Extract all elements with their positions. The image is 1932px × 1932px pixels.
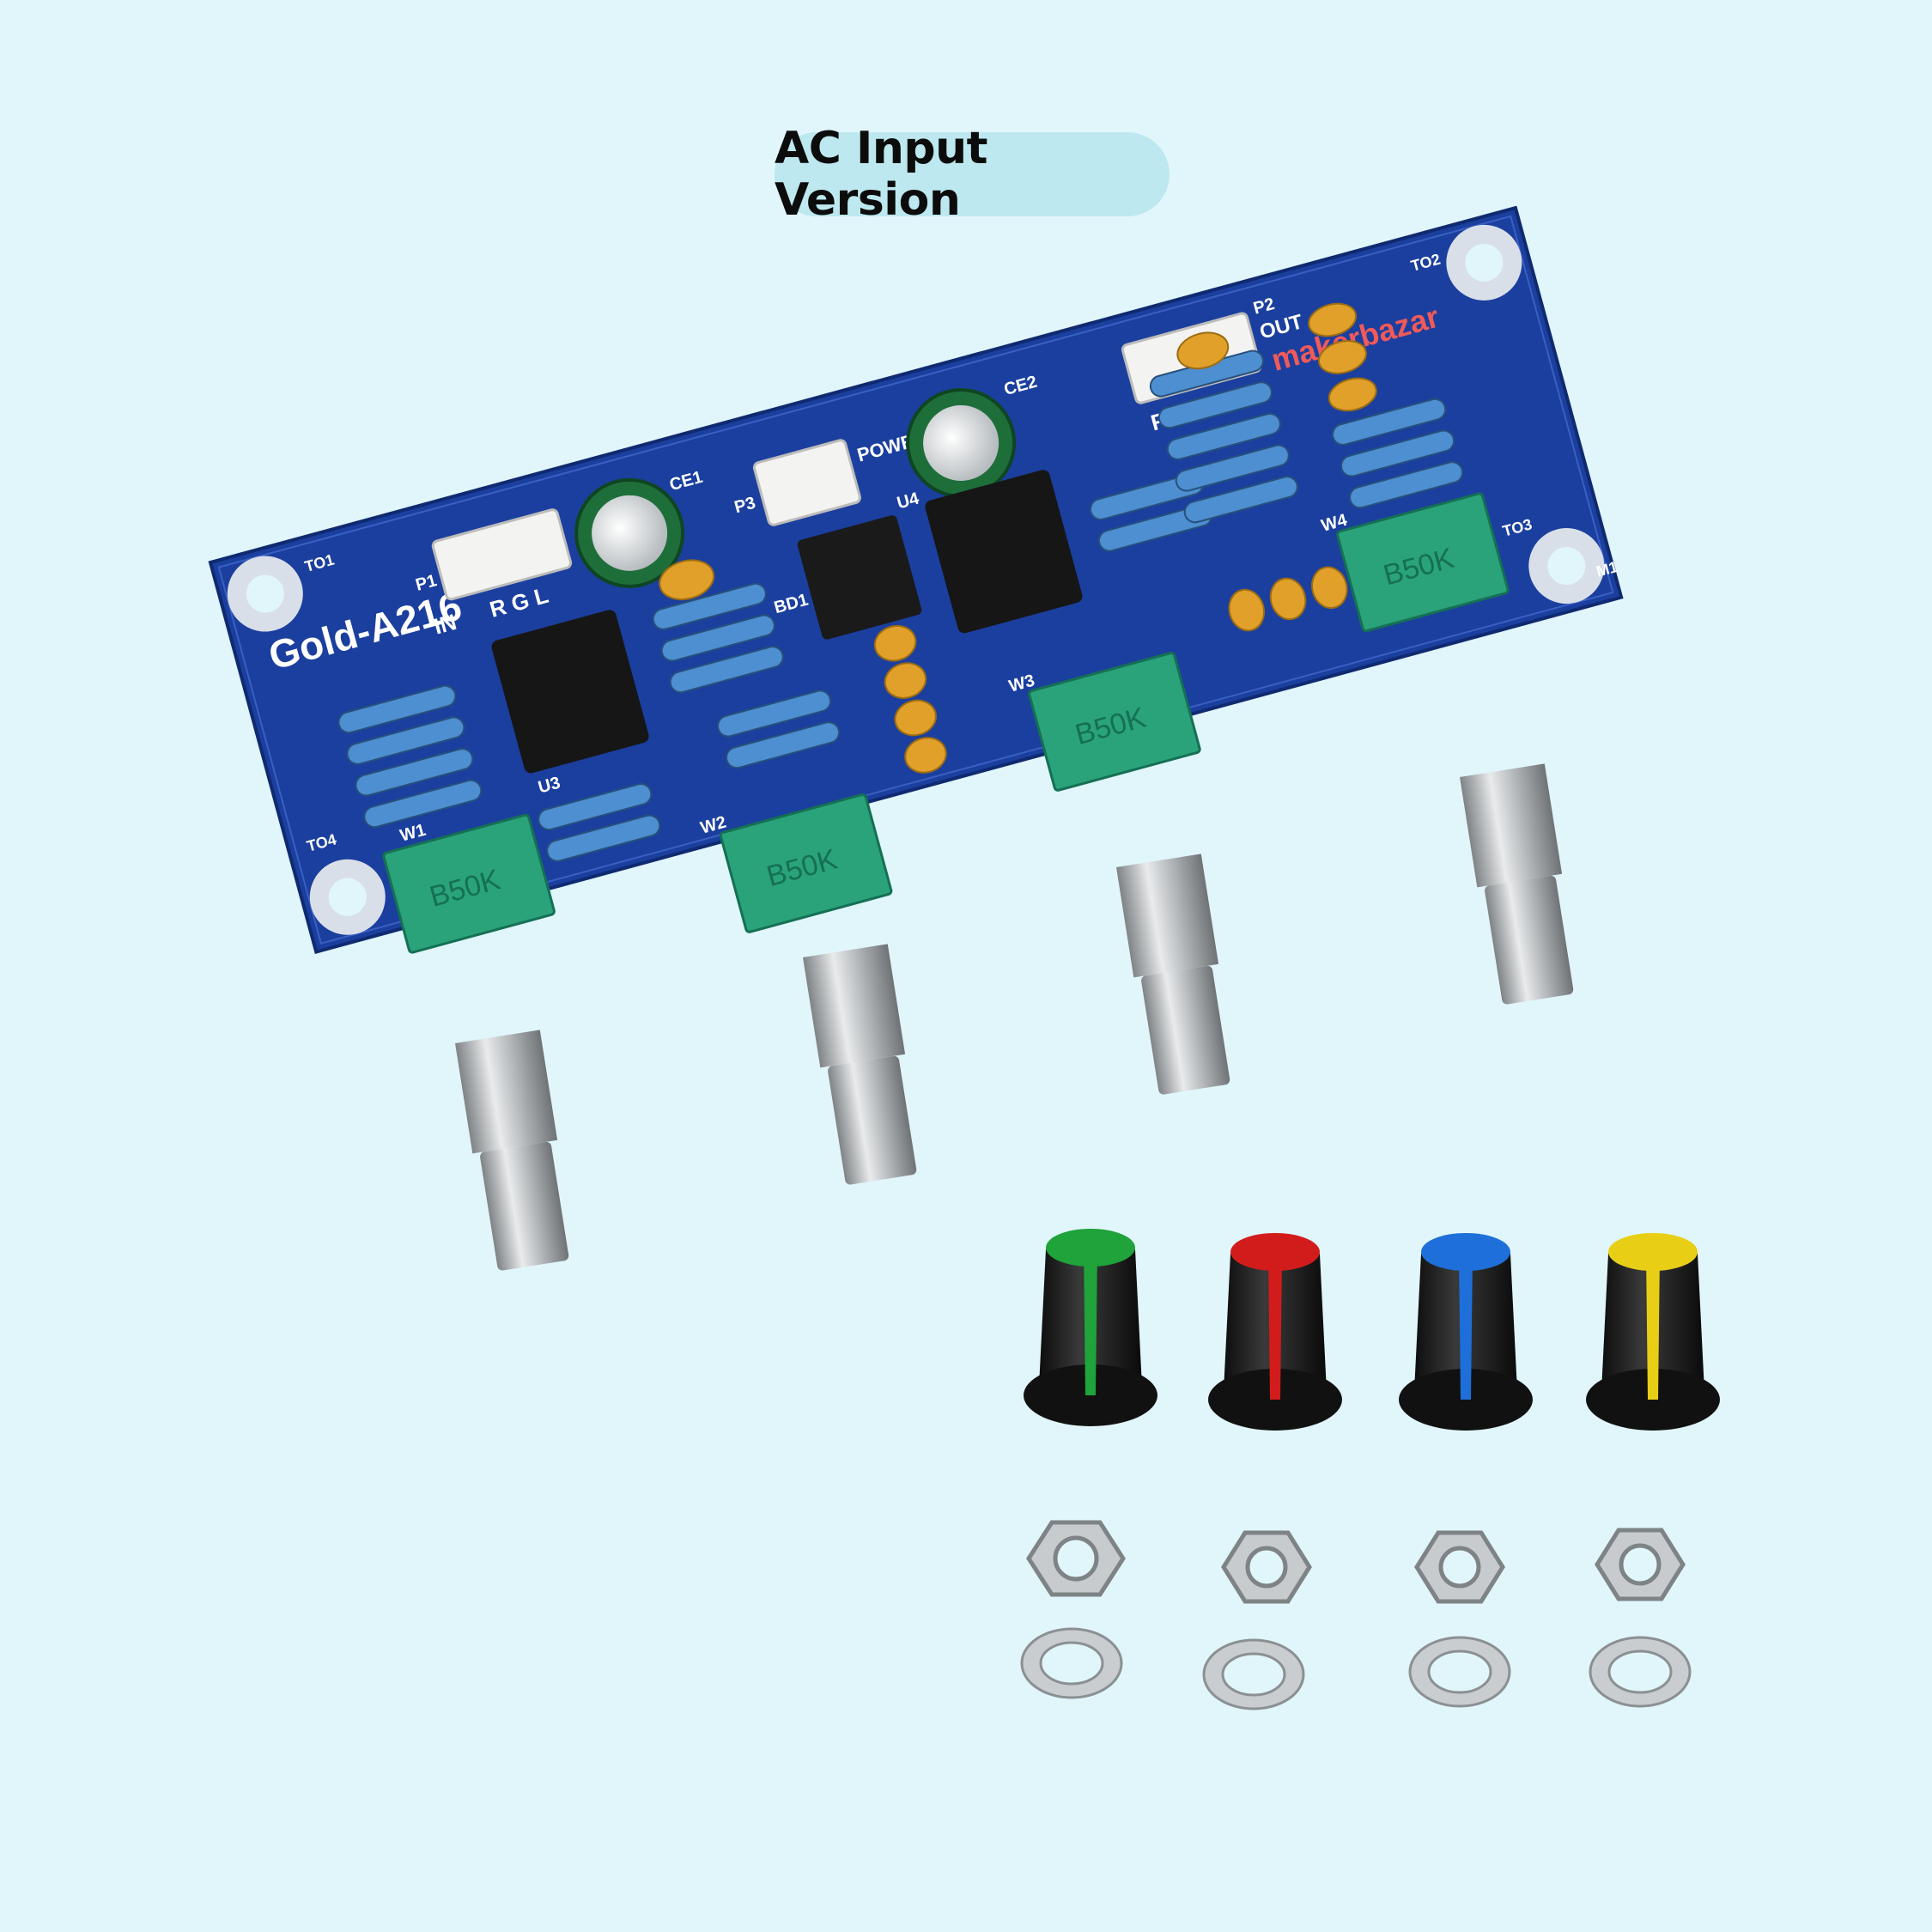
knob-red [1208, 1233, 1342, 1431]
nut [1414, 1530, 1505, 1604]
mounting-hole-to1: TO1 [227, 551, 336, 632]
pot-shafts [455, 763, 1574, 1271]
capacitor-ce2: CE2 [906, 373, 1039, 498]
washers [1020, 1627, 1692, 1710]
page-title: AC Input Version [775, 123, 987, 226]
pot-w2: B50K W2 [698, 793, 893, 933]
washer [1202, 1638, 1305, 1710]
pot-w4: B50K W4 [1319, 492, 1510, 633]
title-badge: AC Input Version [775, 123, 1170, 226]
ic-u3: U3 [491, 610, 649, 798]
knob-blue [1399, 1233, 1533, 1431]
resistor-array [337, 349, 1464, 862]
knob-green [1024, 1229, 1157, 1426]
nut [1221, 1530, 1312, 1604]
knob-yellow [1586, 1233, 1720, 1431]
nut [1595, 1528, 1686, 1601]
ic-u4: U4 [895, 470, 1083, 634]
mounting-hole-to2: TO2 [1409, 224, 1522, 301]
washer [1589, 1636, 1692, 1708]
pcb-board: TO1 TO2 TO3 TO4 Gold-A216 makerbazar M1 … [208, 205, 1624, 955]
washer [1408, 1636, 1511, 1708]
knob-set [1024, 1229, 1720, 1431]
washer [1020, 1627, 1123, 1699]
nut [1026, 1520, 1126, 1597]
ceramic-capacitors [659, 302, 1389, 774]
hex-nuts [1026, 1520, 1686, 1604]
pot-w3: B50K W3 [1007, 651, 1201, 792]
